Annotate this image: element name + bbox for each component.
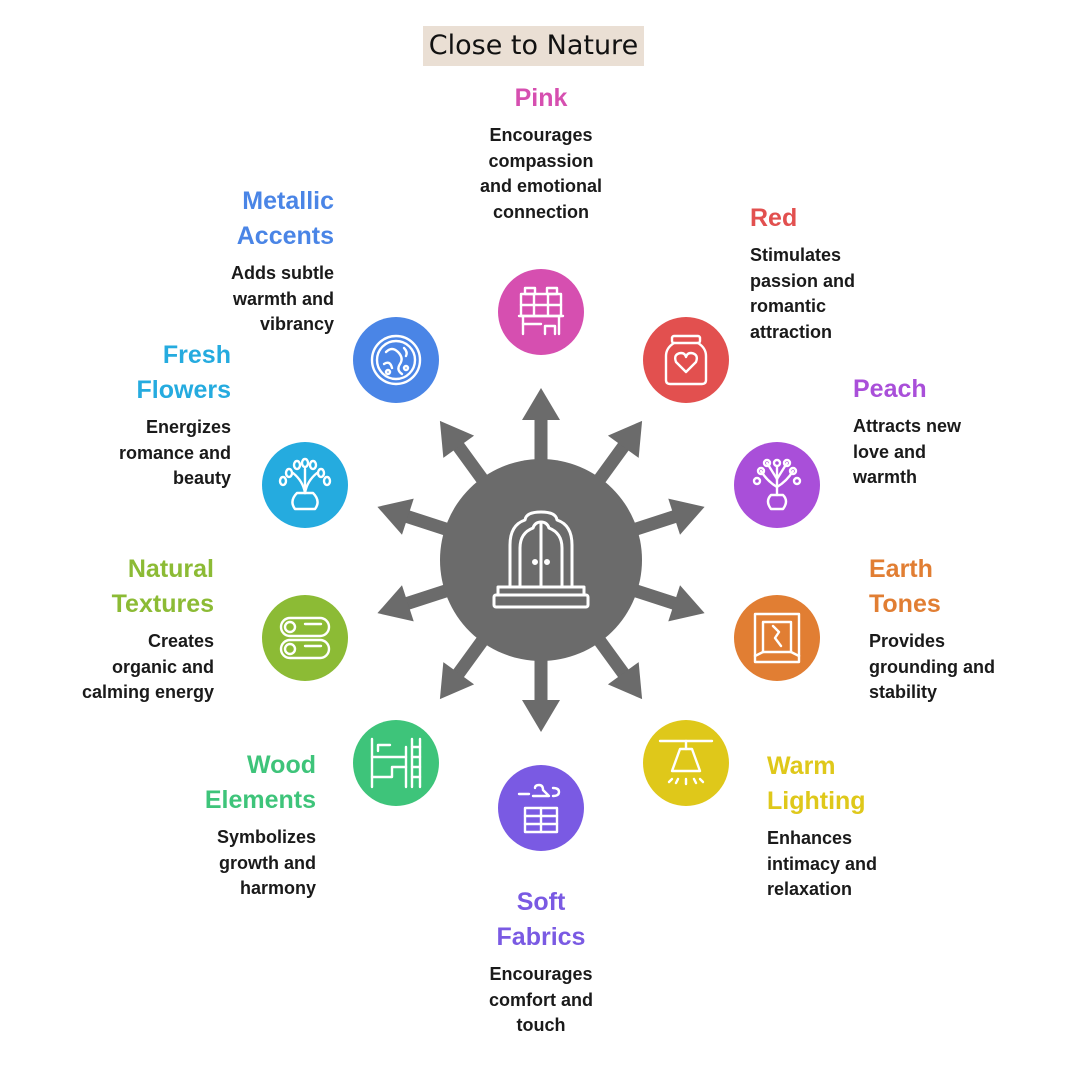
logs-icon [279,616,331,660]
heart-jar-icon [664,334,708,386]
label-description-wood-elements: Symbolizes growth and harmony [216,827,316,898]
label-title-warm-lighting: Warm Lighting [767,752,866,815]
label-description-natural-textures: Creates organic and calming energy [81,631,214,702]
label-description-soft-fabrics: Encourages comfort and touch [488,964,593,1035]
arrow [624,498,705,539]
node-circle-red [643,317,729,403]
arrow [377,498,458,539]
node-metallic-accents [353,317,439,403]
label-title-natural-textures: Natural Textures [111,555,214,618]
label-title-wood-elements: Wood Elements [204,751,316,814]
node-circle-wood-elements [353,720,439,806]
label-title-peach: Peach [853,375,927,403]
item-circles [262,269,820,851]
label-description-warm-lighting: Enhances intimacy and relaxation [767,828,878,899]
label-title-fresh-flowers: Fresh Flowers [136,341,231,404]
label-title-metallic-accents: Metallic Accents [236,187,334,250]
bunk-bed-icon [370,737,422,789]
node-circle-natural-textures [262,595,348,681]
label-description-metallic-accents: Adds subtle warmth and vibrancy [230,263,334,334]
node-natural-textures [262,595,348,681]
cabinet-icon [517,286,565,336]
framed-picture-icon [753,612,801,664]
node-wood-elements [353,720,439,806]
label-title-red: Red [750,204,798,232]
arrow [377,581,458,622]
arrow [624,581,705,622]
arrow [522,388,560,470]
label-description-earth-tones: Provides grounding and stability [869,631,995,702]
label-description-peach: Attracts new love and warmth [853,416,962,487]
hanger-drawers-icon [517,783,561,834]
node-red [643,317,729,403]
node-pink [498,269,584,355]
center-hub [440,459,642,661]
label-title-soft-fabrics: Soft Fabrics [496,888,586,951]
label-description-pink: Encourages compassion and emotional conn… [479,125,602,222]
pendant-lamp-icon [658,739,714,786]
node-circle-warm-lighting [643,720,729,806]
node-fresh-flowers [262,442,348,528]
arrows [377,388,705,732]
node-soft-fabrics [498,765,584,851]
node-earth-tones [734,595,820,681]
label-description-red: Stimulates passion and romantic attracti… [750,245,856,342]
node-circle-pink [498,269,584,355]
node-warm-lighting [643,720,729,806]
plant-vase-icon [278,457,332,511]
window-seat-icon [492,510,590,609]
label-title-earth-tones: Earth Tones [869,555,941,618]
label-title-pink: Pink [514,84,568,112]
flower-vase-icon [752,458,802,511]
arrow [522,650,560,732]
label-description-fresh-flowers: Energizes romance and beauty [118,417,231,488]
patterned-plate-icon [370,334,422,386]
node-circle-metallic-accents [353,317,439,403]
diagram-title: Close to Nature [423,26,644,66]
node-circle-earth-tones [734,595,820,681]
node-peach [734,442,820,528]
